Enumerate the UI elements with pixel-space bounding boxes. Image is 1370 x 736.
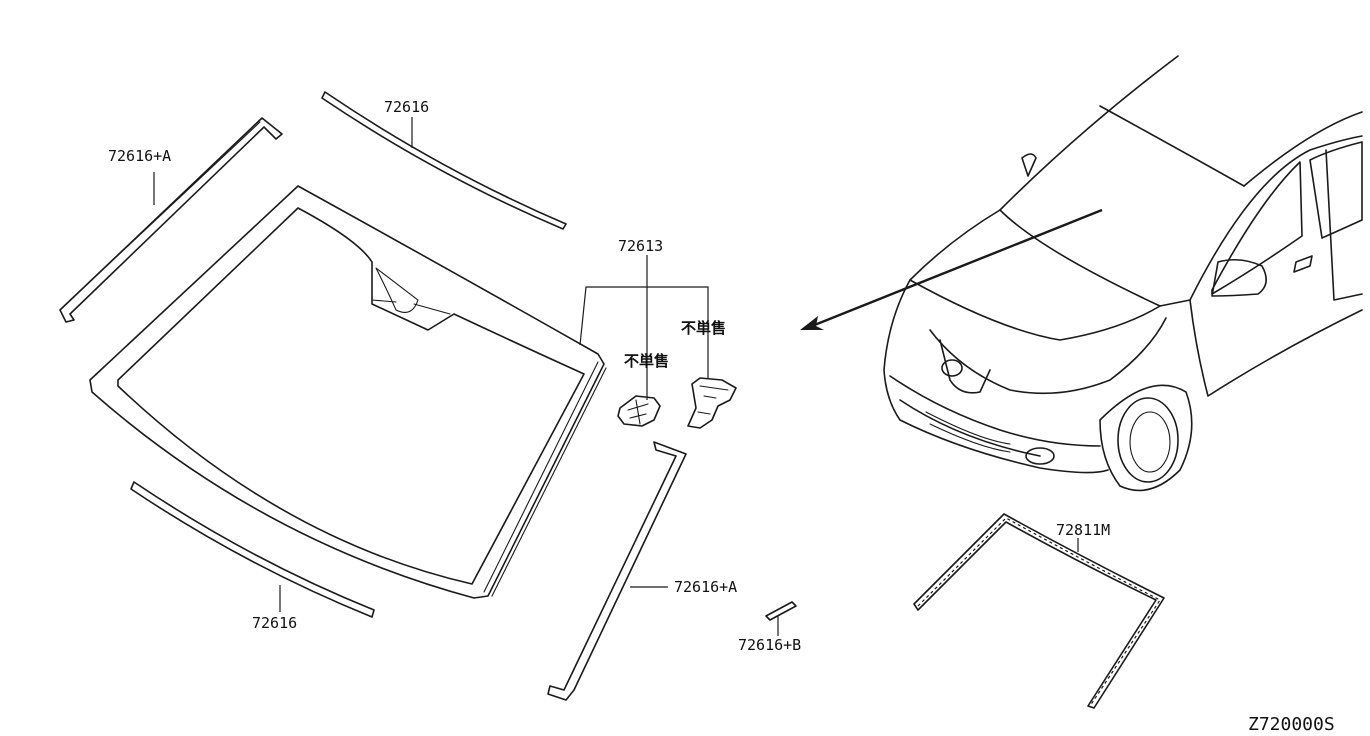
label-not-sold-right: 不単售	[681, 319, 726, 337]
leader-lines	[153, 117, 1079, 636]
bracket-right[interactable]	[687, 377, 737, 429]
label-molding-upper-left: 72616+A	[108, 147, 171, 165]
label-clip: 72616+B	[738, 636, 801, 654]
label-molding-right: 72616+A	[674, 578, 737, 596]
label-seal: 72811M	[1056, 521, 1110, 539]
label-bracket-group: 72613	[618, 237, 663, 255]
molding-bottom[interactable]	[130, 481, 375, 618]
label-molding-bottom: 72616	[252, 614, 297, 632]
windshield-seal[interactable]	[913, 513, 1165, 709]
molding-top[interactable]	[321, 91, 567, 230]
label-not-sold-left: 不単售	[624, 352, 669, 370]
molding-right[interactable]	[547, 441, 687, 701]
vehicle-illustration	[883, 55, 1363, 492]
windshield-glass[interactable]	[89, 185, 607, 599]
pointer-arrow	[800, 208, 1103, 330]
molding-upper-left[interactable]	[59, 117, 283, 323]
bracket-left[interactable]	[617, 395, 661, 427]
diagram-code: Z720000S	[1248, 714, 1335, 735]
clip-part[interactable]	[765, 601, 797, 621]
label-molding-top: 72616	[384, 98, 429, 116]
